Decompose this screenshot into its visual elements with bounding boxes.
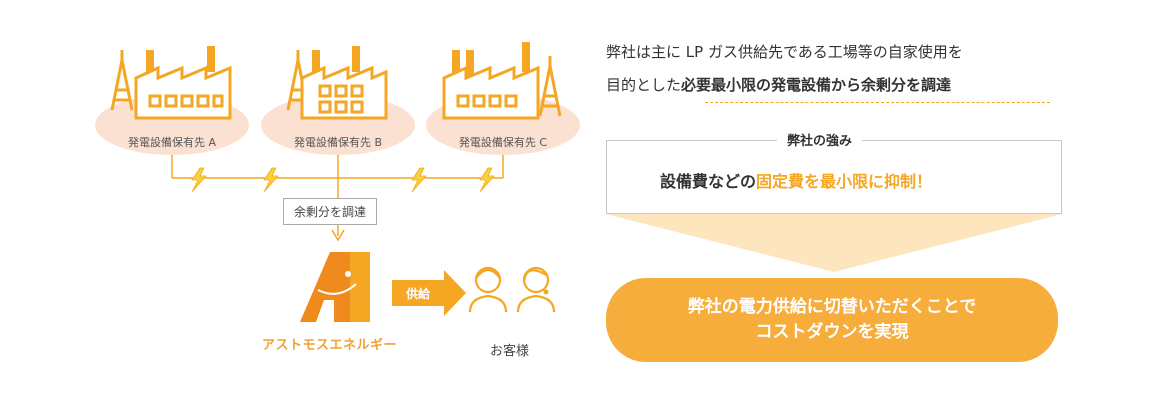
brand-logo-icon <box>300 252 370 322</box>
brand-name: アストモスエネルギー <box>262 338 398 353</box>
strength-title: 弊社の強み <box>777 130 863 149</box>
down-triangle <box>606 214 1062 272</box>
intro-line-1: 弊社は主に LP ガス供給先である工場等の自家使用を <box>606 43 963 61</box>
procure-label: 余剰分を調達 <box>283 198 378 225</box>
factory-b-icon <box>286 46 388 120</box>
factory-c-label: 発電設備保有先 C <box>458 136 548 149</box>
strength-text-prefix: 設備費などの <box>660 172 757 191</box>
conclusion-banner: 弊社の電力供給に切替いただくことで コストダウンを実現 <box>606 278 1058 362</box>
conclusion-line-2: コストダウンを実現 <box>755 322 909 342</box>
factory-a-icon <box>110 46 232 120</box>
strength-box <box>606 140 1062 214</box>
lightning-icons <box>191 167 495 193</box>
conclusion-line-1: 弊社の電力供給に切替いただくことで <box>687 297 977 317</box>
strength-text: 設備費などの固定費を最小限に抑制！ <box>660 168 932 192</box>
intro-text: 弊社は主に LP ガス供給先である工場等の自家使用を 目的とした必要最小限の発電… <box>606 36 963 102</box>
customers-icon <box>468 266 556 313</box>
intro-line-2-prefix: 目的とした <box>606 76 682 94</box>
supply-arrow-icon <box>392 270 466 316</box>
supply-label: 供給 <box>406 287 431 301</box>
factory-a-label: 発電設備保有先 A <box>127 136 217 149</box>
strength-text-highlight: 固定費を最小限に抑制！ <box>756 172 933 191</box>
intro-line-2-bold: 必要最小限の発電設備から余剰分を調達 <box>681 76 952 94</box>
intro-line-2: 目的とした必要最小限の発電設備から余剰分を調達 <box>606 69 963 102</box>
customer-label: お客様 <box>490 344 530 359</box>
factory-b-label: 発電設備保有先 B <box>293 136 383 149</box>
factory-c-icon <box>442 42 562 120</box>
supply-diagram <box>95 42 580 322</box>
intro-underline <box>705 102 1050 103</box>
